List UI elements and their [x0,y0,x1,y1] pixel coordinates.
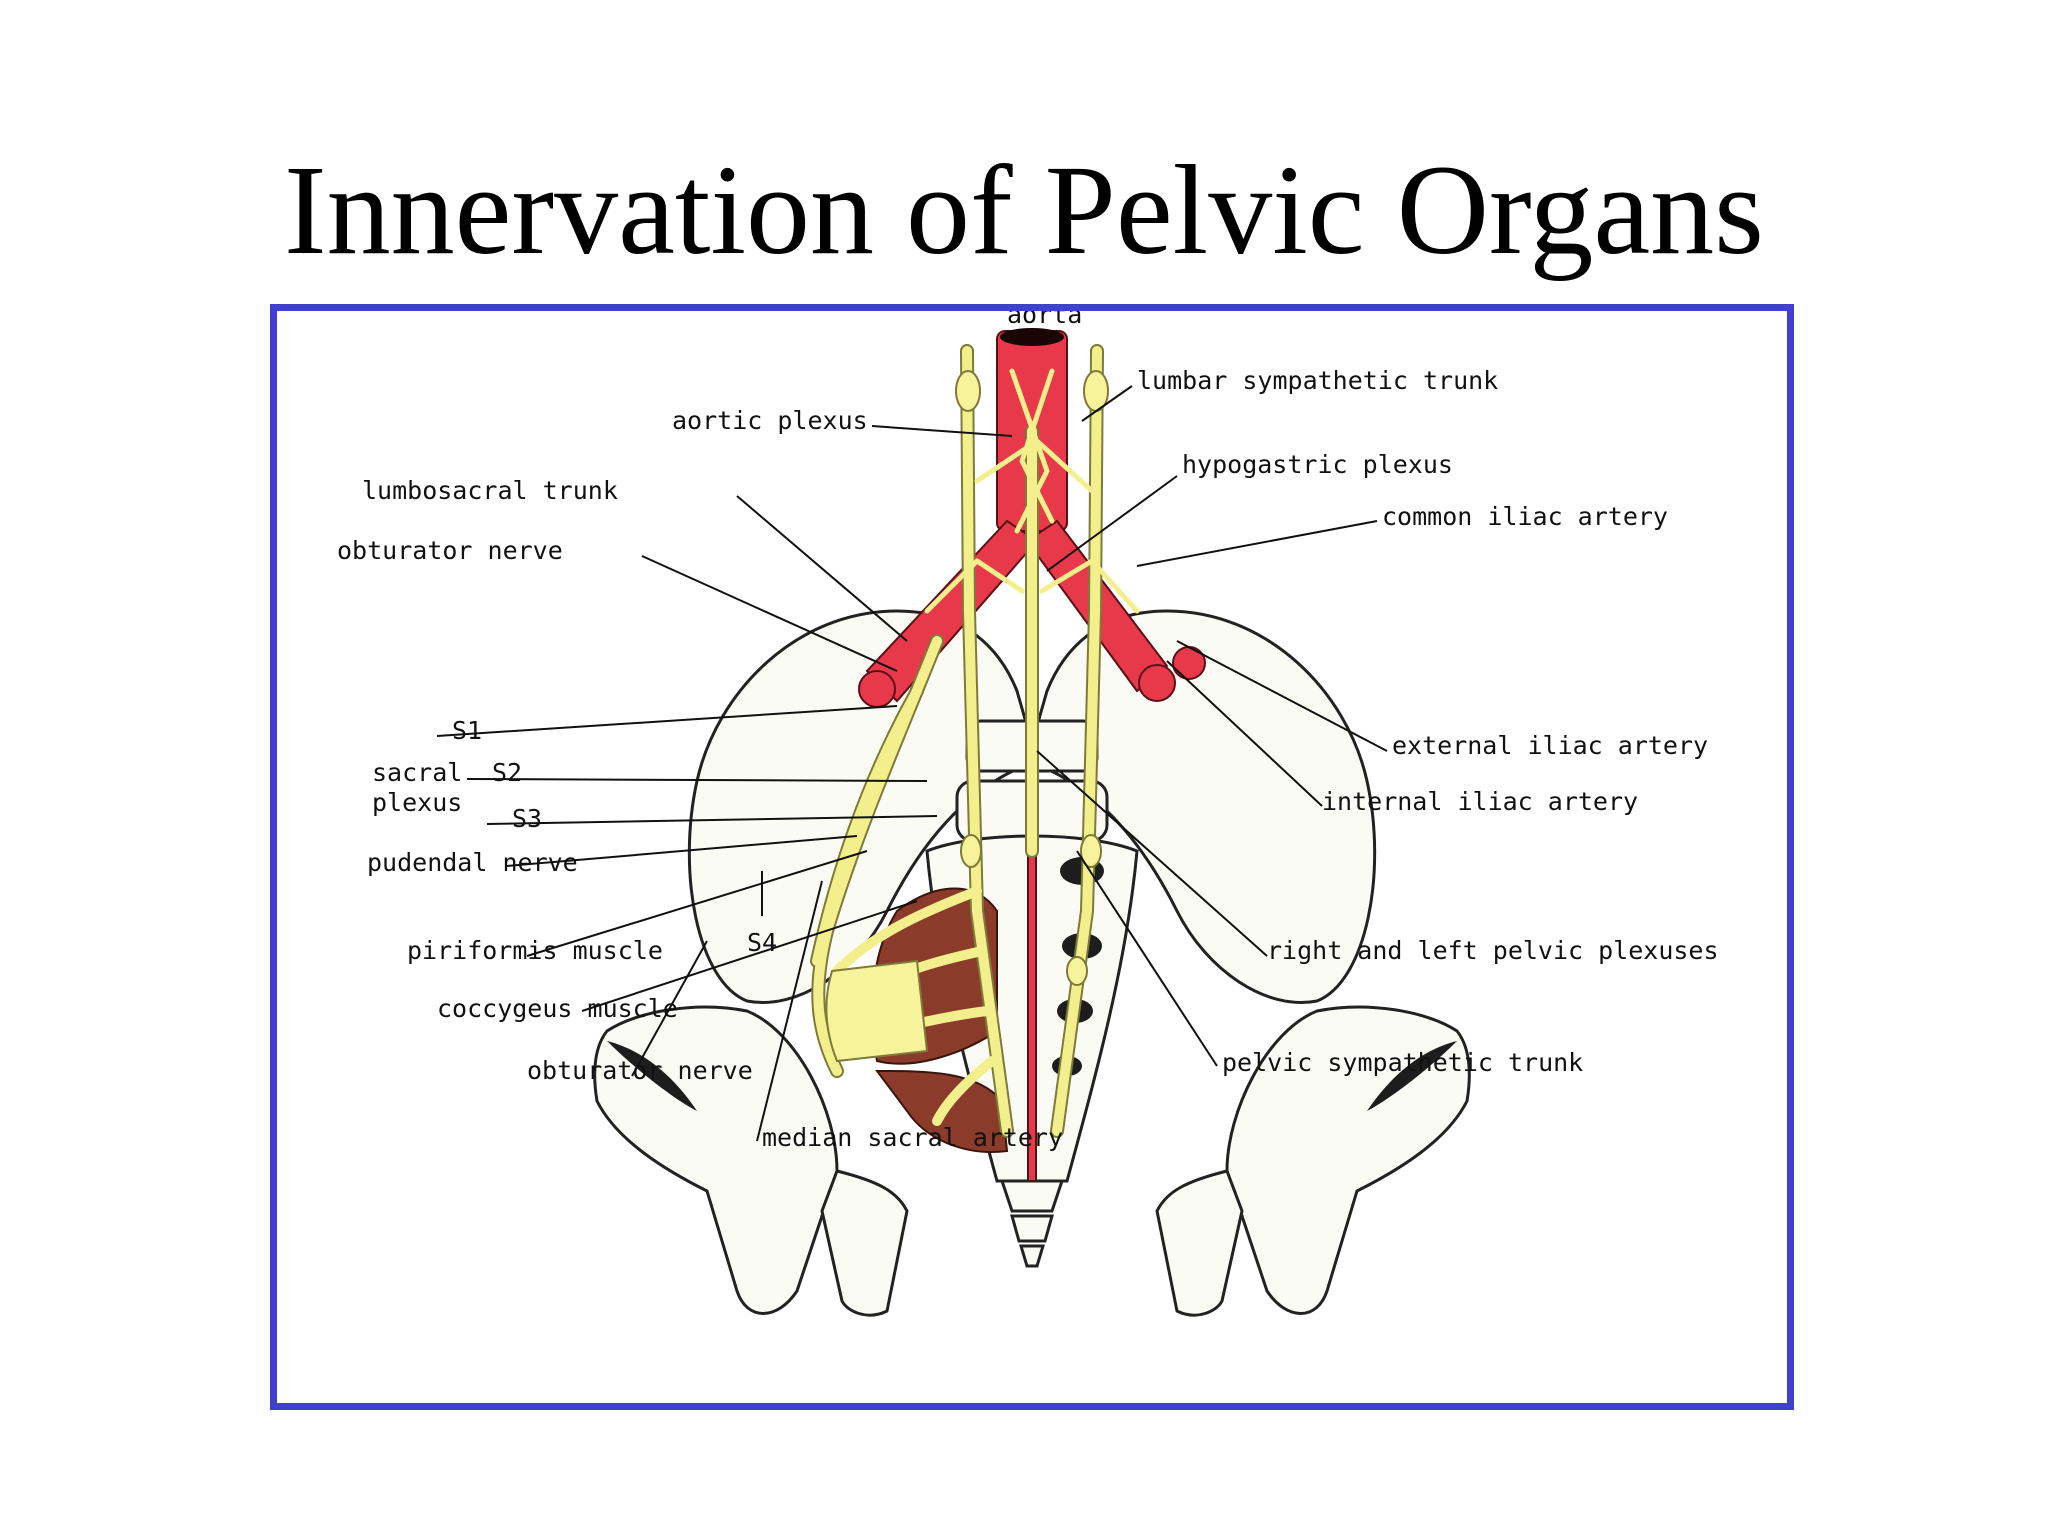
label-s1: S1 [452,716,482,745]
obturator-nerve-shape [812,686,922,966]
right-pubis [820,1169,909,1317]
left-internal-iliac-stub [1172,646,1206,680]
leader-lines [436,385,1388,1142]
label-hypogastric-plexus: hypogastric plexus [1182,450,1453,479]
label-common-iliac-artery: common iliac artery [1382,502,1668,531]
ganglion-left-2 [1080,834,1102,868]
label-median-sacral-artery: median sacral artery [762,1123,1063,1152]
left-sympathetic-trunk [1052,346,1102,1136]
s4-root [932,1056,997,1126]
ganglion-right-2 [960,834,982,868]
label-s4: S4 [747,928,777,957]
pelvis-illustration: aorta lumbar sympathetic trunk aortic pl… [337,311,1719,1317]
label-internal-iliac-artery: internal iliac artery [1322,787,1638,816]
label-obturator-nerve-lower: obturator nerve [527,1056,753,1085]
aorta-lumen [1000,328,1064,346]
label-aorta: aorta [1007,311,1082,329]
ganglion-left-3 [1066,956,1088,986]
label-coccygeus-muscle: coccygeus muscle [437,994,678,1023]
left-greater-sciatic-notch [1367,1041,1457,1111]
right-greater-sciatic-notch [607,1041,697,1111]
s1-root [832,886,982,976]
label-external-iliac-artery: external iliac artery [1392,731,1708,760]
label-obturator-nerve-upper: obturator nerve [337,536,563,565]
label-plexus: plexus [372,788,462,817]
label-s3: S3 [512,804,542,833]
label-lumbosacral-trunk: lumbosacral trunk [362,476,618,505]
left-ischium [1225,1005,1471,1315]
right-sympathetic-trunk [962,346,1012,1136]
label-s2: S2 [492,758,522,787]
left-external-iliac-stub [1138,664,1176,702]
figure-labels: aorta lumbar sympathetic trunk aortic pl… [337,311,1719,1152]
label-lumbar-sympathetic-trunk: lumbar sympathetic trunk [1137,366,1498,395]
label-sacral: sacral [372,758,462,787]
label-piriformis-muscle: piriformis muscle [407,936,663,965]
sacral-plexus-shape [825,959,929,1063]
nerves [810,344,1140,1138]
label-right-and-left-pelvic-plexuses: right and left pelvic plexuses [1267,936,1719,965]
slide-title: Innervation of Pelvic Organs [284,139,1764,281]
left-pubis [1155,1169,1244,1317]
right-external-iliac-stub [858,670,896,708]
label-pelvic-sympathetic-trunk: pelvic sympathetic trunk [1222,1048,1583,1077]
right-ischium [593,1005,839,1315]
coccyx [999,1179,1065,1268]
label-aortic-plexus: aortic plexus [672,406,868,435]
label-pudendal-nerve: pudendal nerve [367,848,578,877]
ganglion-right-1 [955,370,981,412]
figure-frame: aorta lumbar sympathetic trunk aortic pl… [270,304,1794,1410]
